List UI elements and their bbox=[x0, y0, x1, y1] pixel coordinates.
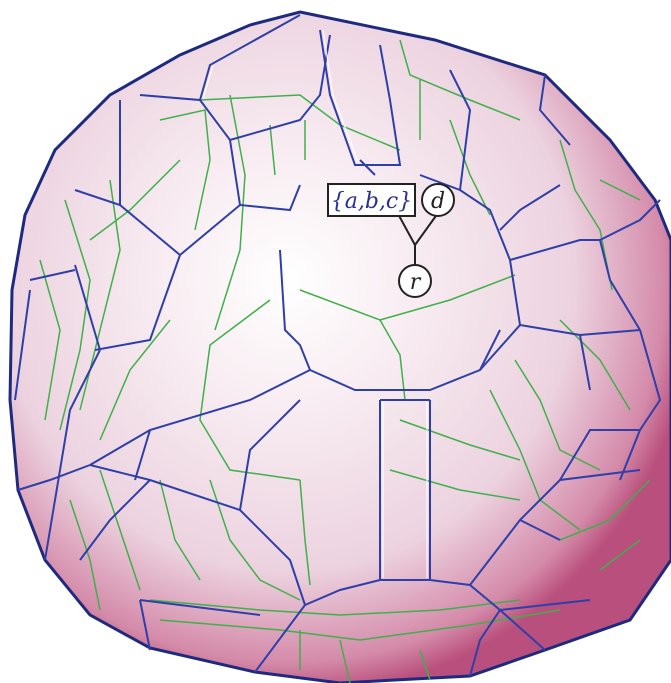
leaf-label: d bbox=[431, 189, 445, 214]
set-label: {a,b,c} bbox=[331, 189, 413, 214]
root-label: r bbox=[410, 270, 422, 295]
